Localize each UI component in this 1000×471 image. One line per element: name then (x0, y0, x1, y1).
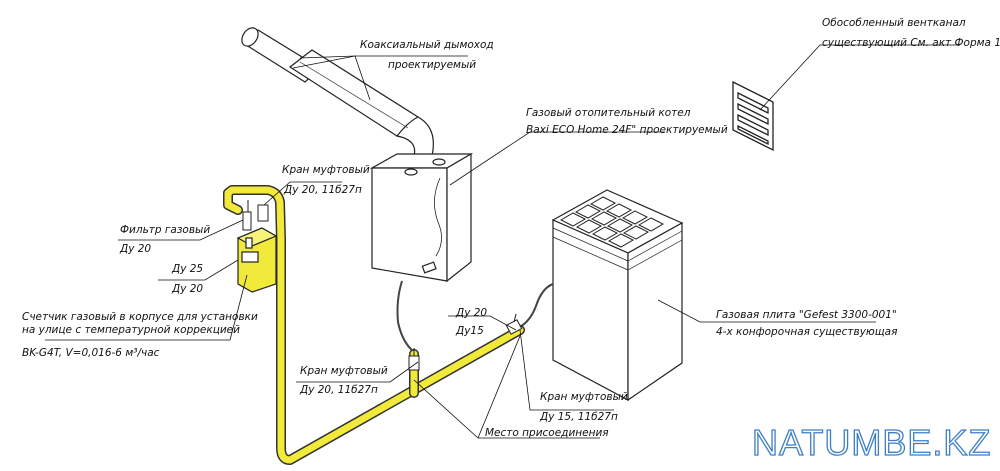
labels: Коаксиальный дымоход проектируемый Газов… (22, 17, 1000, 439)
connection-label: Место присоединения (485, 427, 609, 439)
watermark: NATUMBE.KZ (752, 422, 991, 463)
meter-label-1: Счетчик газовый в корпусе для установки (22, 311, 258, 323)
du25-label: Ду 25 (171, 263, 203, 275)
leader-lines (45, 44, 960, 439)
stove-label-1: Газовая плита "Gefest 3300-001" (716, 309, 897, 321)
valve-right (505, 313, 523, 335)
meter-label-3: BK-G4T, V=0,016-6 м³/час (22, 347, 160, 359)
du20-mid-label: Ду 20 (455, 307, 487, 319)
filter-label-2: Ду 20 (119, 243, 151, 255)
valve-mid-label-1: Кран муфтовый (300, 365, 388, 377)
valve-mid-label-2: Ду 20, 11б27п (299, 384, 378, 396)
stove-burner-grid (559, 196, 665, 248)
boiler-gas-hose (396, 280, 415, 353)
boiler-label-1: Газовый отопительный котел (526, 107, 691, 119)
stove-label-2: 4-х конфорочная существующая (716, 326, 897, 338)
coaxial-chimney (241, 27, 434, 157)
valve-top-label-2: Ду 20, 11б27п (283, 184, 362, 196)
gas-boiler (369, 152, 474, 283)
vent-label-1: Обособленный вентканал (822, 17, 966, 29)
gas-filter (242, 200, 269, 231)
stove-gas-hose (517, 283, 554, 329)
du15-mid-label: Ду15 (455, 325, 484, 337)
meter-label-2: на улице с температурной коррекцией (22, 324, 240, 336)
boiler-label-2: Baxi ECO Home 24F" проектируемый (526, 124, 728, 136)
gas-meter (236, 227, 278, 293)
valve-right-label-2: Ду 15, 11б27п (539, 411, 618, 423)
valve-top-label-1: Кран муфтовый (282, 164, 370, 176)
chimney-label-2: проектируемый (388, 59, 476, 71)
du20-left-label: Ду 20 (171, 283, 203, 295)
valve-right-label-1: Кран муфтовый (540, 391, 628, 403)
filter-label-1: Фильтр газовый (120, 224, 210, 236)
vent-label-2: существующий См. акт Форма 15 (822, 37, 1000, 49)
vent-channel (732, 80, 774, 152)
chimney-label-1: Коаксиальный дымоход (360, 39, 494, 51)
valve-mid (408, 348, 420, 371)
